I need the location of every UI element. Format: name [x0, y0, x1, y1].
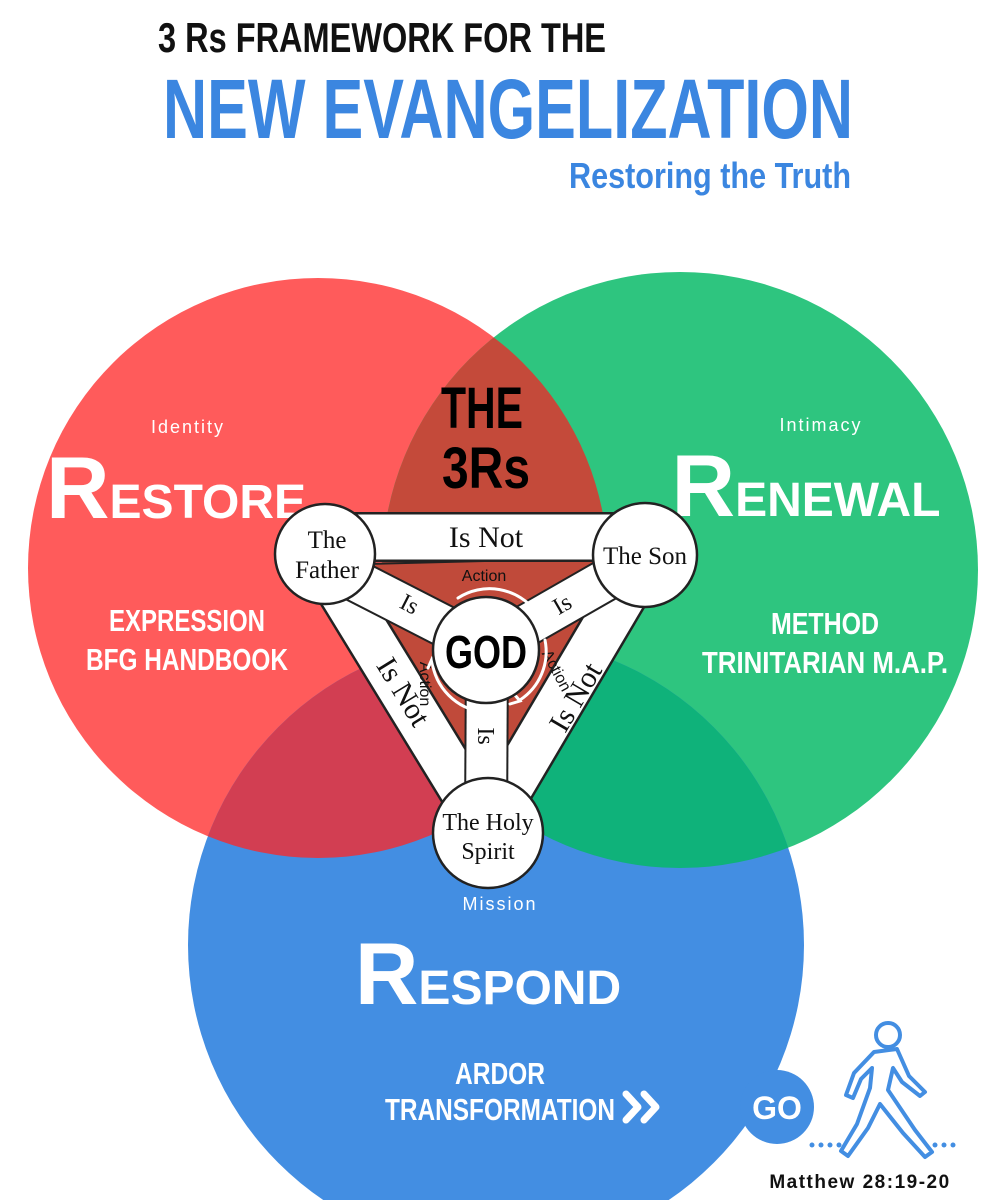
header-line2: NEW EVANGELIZATION — [163, 62, 853, 156]
restore-heading-initial: R — [46, 438, 110, 537]
son-label: The Son — [603, 543, 688, 570]
overlap-renewal-respond — [382, 637, 804, 868]
go-badge-label: GO — [752, 1090, 802, 1126]
respond-kicker: Mission — [462, 894, 537, 914]
label-is-bottom: Is — [472, 727, 498, 744]
god-circle — [431, 595, 541, 705]
respond-line2: TRANSFORMATION — [385, 1092, 615, 1127]
restore-line1: EXPRESSION — [109, 603, 265, 638]
band-father-spirit — [303, 551, 508, 842]
restore-heading-rest: ESTORE — [110, 476, 307, 529]
trinity-shield: Is Not Is Not Is Not Is Is Is Action Act… — [273, 501, 699, 890]
verse-reference: Matthew 28:19-20 — [769, 1172, 950, 1193]
label-action-top: Action — [462, 568, 506, 585]
cycle-arrows-icon — [426, 587, 548, 714]
walking-person-icon — [839, 1021, 934, 1159]
dotted-ground-line — [809, 1142, 956, 1148]
respond-heading-initial: R — [355, 924, 419, 1023]
spirit-label-line1: The Holy — [442, 810, 533, 836]
restore-kicker: Identity — [151, 417, 225, 437]
respond-heading-rest: ESPOND — [418, 962, 621, 1015]
header-subtitle: Restoring the Truth — [569, 155, 851, 196]
center-title-line2: 3Rs — [442, 436, 530, 501]
renewal-kicker: Intimacy — [779, 415, 862, 435]
spirit-node — [431, 776, 545, 890]
restore-line2: BFG HANDBOOK — [86, 642, 288, 677]
father-label-line2: Father — [295, 557, 360, 584]
father-node — [273, 502, 377, 606]
center-title-line1: THE — [441, 376, 523, 441]
renewal-heading-rest: ENEWAL — [735, 474, 940, 527]
renewal-line1: METHOD — [771, 606, 879, 641]
respond-heading: RESPOND — [355, 924, 621, 1023]
label-action-left: Action — [416, 662, 433, 706]
go-badge — [740, 1070, 814, 1144]
label-is-not-top: Is Not — [449, 521, 524, 554]
god-label: GOD — [445, 626, 527, 678]
renewal-line2: TRINITARIAN M.A.P. — [702, 645, 948, 680]
father-label-line1: The — [308, 527, 347, 554]
header-line1: 3 Rs FRAMEWORK FOR THE — [158, 14, 606, 61]
spirit-label-line2: Spirit — [461, 839, 515, 865]
restore-heading: RESTORE — [46, 438, 306, 537]
respond-line1: ARDOR — [455, 1056, 545, 1091]
double-chevron-right-icon — [622, 1090, 660, 1124]
overlap-restore-respond — [188, 637, 608, 858]
son-node — [591, 501, 699, 609]
